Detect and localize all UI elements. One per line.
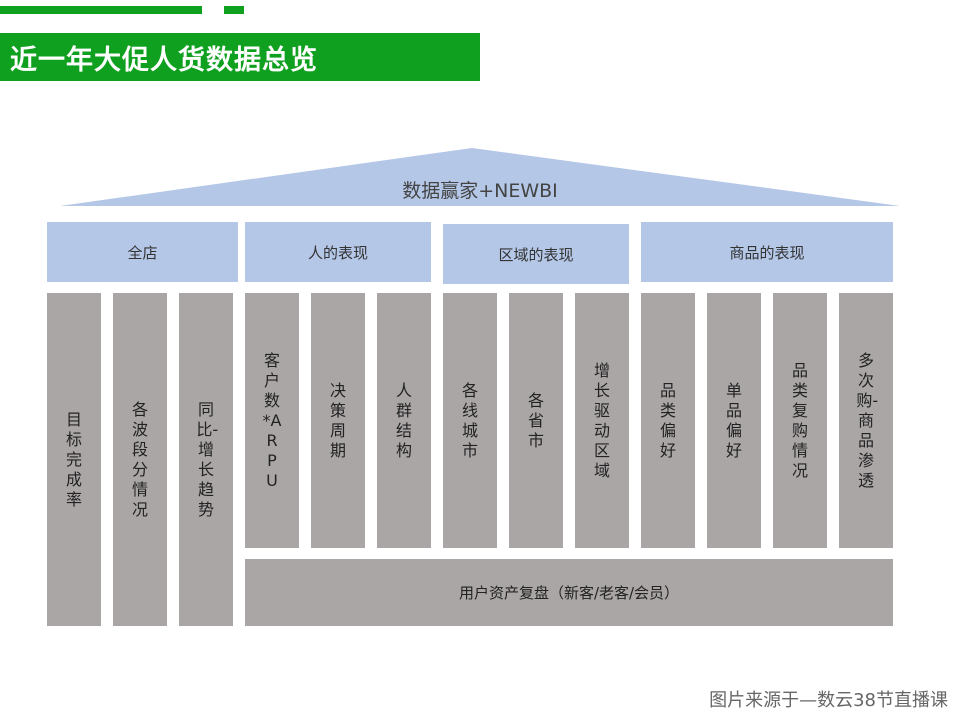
title-banner: 近一年大促人货数据总览 — [0, 33, 480, 81]
pillar-target-completion: 目标完成率 — [47, 293, 101, 626]
pillar-item-preference: 单品偏好 — [707, 293, 761, 548]
pillar-label: 各波段分情况 — [131, 399, 148, 519]
group-header-region: 区域的表现 — [443, 224, 629, 284]
pillar-label: 单品偏好 — [725, 380, 742, 460]
pillar-label: 各省市 — [527, 390, 544, 450]
pillar-yoy-growth: 同比-增长趋势 — [179, 293, 233, 626]
pillar-customers-arpu: 客户数*ARPU — [245, 293, 299, 548]
pillar-label: 同比-增长趋势 — [196, 399, 219, 519]
group-header-label: 商品的表现 — [729, 243, 805, 262]
pillar-category-preference: 品类偏好 — [641, 293, 695, 548]
pillar-city-tiers: 各线城市 — [443, 293, 497, 548]
pillar-label: 人群结构 — [395, 380, 412, 460]
group-header-label: 人的表现 — [307, 243, 368, 262]
group-header-label: 区域的表现 — [498, 245, 574, 264]
pillar-wave-breakdown: 各波段分情况 — [113, 293, 167, 626]
pillar-label: 目标完成率 — [65, 409, 82, 509]
top-accent-bar-short — [224, 6, 244, 14]
pillar-decision-cycle: 决策周期 — [311, 293, 365, 548]
pillar-label: 客户数*ARPU — [262, 350, 282, 490]
base-label: 用户资产复盘（新客/老客/会员） — [458, 584, 680, 602]
base-user-asset-review: 用户资产复盘（新客/老客/会员） — [245, 559, 893, 626]
pillar-provinces: 各省市 — [509, 293, 563, 548]
roof-label: 数据赢家+NEWBI — [402, 180, 558, 202]
pillar-label: 品类偏好 — [659, 380, 676, 460]
group-header-store: 全店 — [47, 222, 238, 282]
top-accent-bar-long — [0, 6, 202, 14]
group-header-label: 全店 — [127, 243, 158, 262]
group-header-people: 人的表现 — [245, 222, 431, 282]
pillar-label: 品类复购情况 — [791, 360, 808, 480]
image-credit: 图片来源于—数云38节直播课 — [709, 690, 948, 711]
pillar-label: 各线城市 — [461, 380, 478, 460]
pillar-growth-regions: 增长驱动区域 — [575, 293, 629, 548]
pillar-multi-purchase-penetration: 多次购-商品渗透 — [839, 293, 893, 548]
group-header-product: 商品的表现 — [641, 222, 893, 282]
pillar-label: 决策周期 — [329, 380, 346, 460]
pillar-label: 多次购-商品渗透 — [856, 350, 879, 490]
page-title: 近一年大促人货数据总览 — [10, 44, 318, 76]
pillar-label: 增长驱动区域 — [593, 360, 610, 480]
pillar-category-repurchase: 品类复购情况 — [773, 293, 827, 548]
pillar-audience-structure: 人群结构 — [377, 293, 431, 548]
